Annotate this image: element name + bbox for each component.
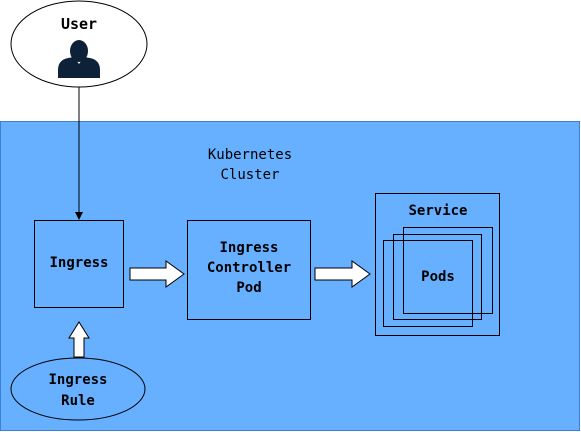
controller-label-line3: Pod [236, 280, 262, 296]
controller-label: Ingress Controller Pod [187, 238, 311, 298]
ingress-rule-label-line1: Ingress [48, 372, 108, 388]
service-box [375, 193, 500, 336]
user-label: User [60, 15, 98, 33]
cluster-label: Kubernetes Cluster [180, 145, 320, 185]
controller-to-service-arrow [314, 260, 371, 288]
controller-label-line2: Controller [206, 260, 292, 276]
pods-label: Pods [421, 269, 455, 285]
pod-stack-back [403, 227, 493, 314]
pod-stack-front [383, 240, 473, 327]
ingress-label: Ingress [49, 255, 109, 271]
rule-to-ingress-arrow [68, 321, 90, 358]
service-label: Service [408, 203, 468, 219]
ingress-rule-node [10, 357, 146, 421]
ingress-to-controller-arrow [129, 260, 185, 288]
ingress-rule-label: Ingress Rule [18, 370, 138, 412]
person-silhouette-icon [58, 40, 100, 78]
ingress-box [34, 220, 124, 308]
controller-label-line1: Ingress [219, 240, 279, 256]
ingress-rule-label-line2: Rule [61, 393, 95, 409]
pod-stack-middle [393, 234, 482, 320]
controller-box [187, 220, 311, 320]
cluster-label-line1: Kubernetes [207, 147, 293, 163]
cluster-label-line2: Cluster [220, 167, 280, 183]
